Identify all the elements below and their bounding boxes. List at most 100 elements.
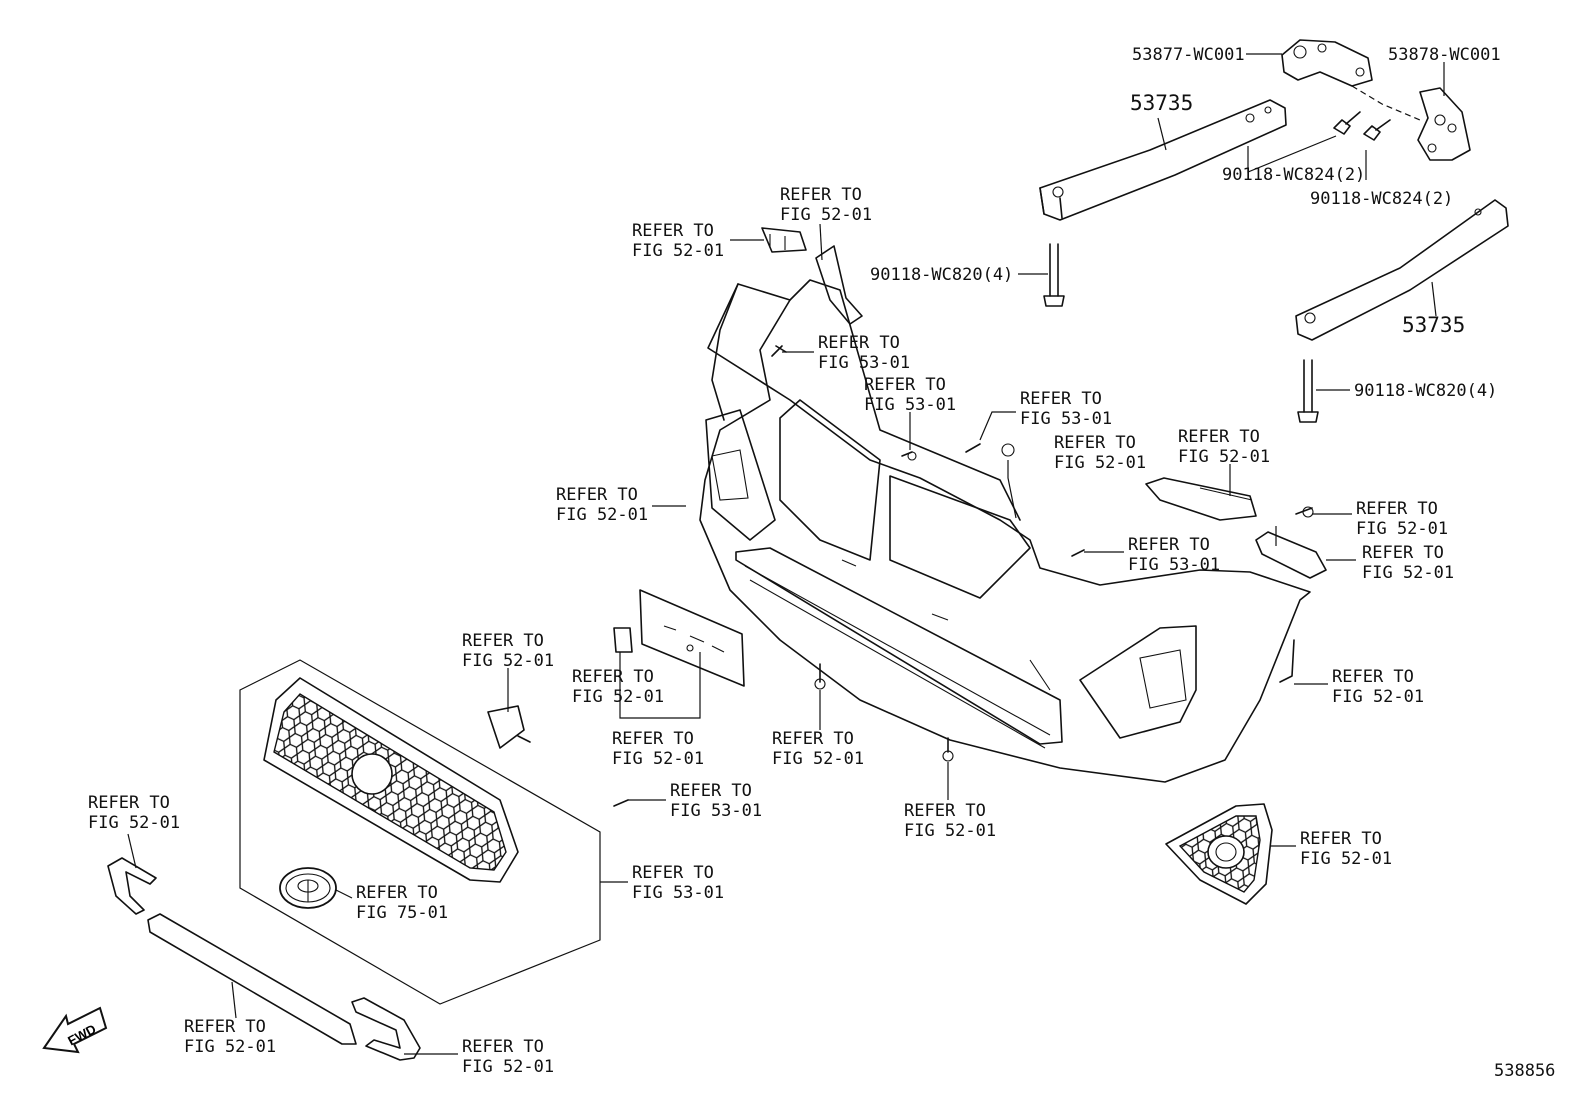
ref-fig-52-01-lower-clip-b: REFER TO FIG 52-01 (904, 801, 996, 841)
label-53877-wc001: 53877-WC001 (1132, 45, 1245, 65)
svg-text:REFER TO: REFER TO (356, 883, 438, 903)
frame-member-53735-top (1039, 99, 1287, 221)
svg-text:REFER TO: REFER TO (572, 667, 654, 687)
svg-text:REFER TO: REFER TO (904, 801, 986, 821)
ref-fig-52-01-right-molding: REFER TO FIG 52-01 (462, 1037, 554, 1077)
ref-fig-53-01-screw-c: REFER TO FIG 53-01 (1020, 389, 1112, 429)
svg-text:REFER TO: REFER TO (772, 729, 854, 749)
grille-side-bracket (487, 705, 531, 749)
svg-text:FIG 52-01: FIG 52-01 (1300, 849, 1392, 869)
leader-lines (127, 53, 1445, 1055)
svg-text:FIG 53-01: FIG 53-01 (1020, 409, 1112, 429)
svg-text:REFER TO: REFER TO (1300, 829, 1382, 849)
ref-fig-52-01-plate-retainer: REFER TO FIG 52-01 (572, 667, 664, 707)
ref-fig-52-01-right-clip: REFER TO FIG 52-01 (1356, 499, 1448, 539)
label-53735-top: 53735 (1130, 91, 1193, 115)
svg-text:REFER TO: REFER TO (670, 781, 752, 801)
ref-fig-53-01-screw-d: REFER TO FIG 53-01 (1128, 535, 1220, 575)
label-53735-right: 53735 (1402, 313, 1465, 337)
bolt-90118-wc820-top (1043, 243, 1065, 307)
svg-text:REFER TO: REFER TO (612, 729, 694, 749)
svg-text:REFER TO: REFER TO (780, 185, 862, 205)
bolt-90118-wc820-right (1297, 359, 1319, 423)
svg-text:FIG 53-01: FIG 53-01 (818, 353, 910, 373)
svg-text:REFER TO: REFER TO (864, 375, 946, 395)
front-bumper-cover (699, 279, 1311, 783)
svg-text:REFER TO: REFER TO (462, 1037, 544, 1057)
ref-fig-52-01-grille-bracket: REFER TO FIG 52-01 (462, 631, 554, 671)
svg-text:REFER TO: REFER TO (1020, 389, 1102, 409)
svg-text:REFER TO: REFER TO (556, 485, 638, 505)
svg-text:FIG 52-01: FIG 52-01 (462, 651, 554, 671)
svg-text:REFER TO: REFER TO (1356, 499, 1438, 519)
ref-fig-52-01-plate-bracket: REFER TO FIG 52-01 (612, 729, 704, 769)
license-plate-bracket (613, 589, 745, 687)
svg-text:FIG 52-01: FIG 52-01 (462, 1057, 554, 1077)
radiator-grille (263, 677, 519, 883)
fog-lamp-bezel (1165, 803, 1273, 905)
diagram-number: 538856 (1494, 1061, 1555, 1081)
ref-fig-53-01-grille: REFER TO FIG 53-01 (632, 863, 724, 903)
bracket-left-upper (761, 227, 807, 253)
ref-fig-52-01-lower-molding: REFER TO FIG 52-01 (184, 1017, 276, 1057)
ref-fig-52-01-bracket-center: REFER TO FIG 52-01 (780, 185, 872, 225)
ref-fig-52-01-fog-bezel: REFER TO FIG 52-01 (1300, 829, 1392, 869)
ref-fig-52-01-corner-molding: REFER TO FIG 52-01 (88, 793, 180, 833)
svg-text:REFER TO: REFER TO (632, 221, 714, 241)
molding-left-corner (107, 857, 157, 915)
svg-text:REFER TO: REFER TO (1178, 427, 1260, 447)
svg-text:FIG 52-01: FIG 52-01 (904, 821, 996, 841)
svg-text:FIG 52-01: FIG 52-01 (780, 205, 872, 225)
svg-text:FIG 52-01: FIG 52-01 (612, 749, 704, 769)
svg-text:REFER TO: REFER TO (184, 1017, 266, 1037)
bracket-53878 (1417, 87, 1471, 161)
svg-text:REFER TO: REFER TO (1128, 535, 1210, 555)
screws (613, 345, 1314, 807)
svg-text:REFER TO: REFER TO (818, 333, 900, 353)
ref-fig-52-01-bracket-left: REFER TO FIG 52-01 (632, 221, 724, 261)
label-53878-wc001: 53878-WC001 (1388, 45, 1501, 65)
svg-text:REFER TO: REFER TO (1332, 667, 1414, 687)
svg-text:FIG 52-01: FIG 52-01 (632, 241, 724, 261)
lower-molding (147, 913, 357, 1045)
bolt-90118-wc824-b (1363, 119, 1391, 141)
svg-text:REFER TO: REFER TO (632, 863, 714, 883)
bolt-90118-wc824-a (1333, 111, 1361, 135)
toyota-emblem (279, 867, 337, 909)
svg-text:FIG 52-01: FIG 52-01 (1356, 519, 1448, 539)
bracket-53877 (1281, 39, 1373, 87)
bracket-center-upper (815, 245, 863, 325)
svg-text:FIG 53-01: FIG 53-01 (1128, 555, 1220, 575)
label-90118-wc824-a: 90118-WC824(2) (1222, 165, 1365, 185)
svg-text:FIG 52-01: FIG 52-01 (1332, 687, 1424, 707)
svg-text:FIG 52-01: FIG 52-01 (184, 1037, 276, 1057)
ref-fig-53-01-grille-screw: REFER TO FIG 53-01 (670, 781, 762, 821)
ref-fig-52-01-bumper: REFER TO FIG 52-01 (556, 485, 648, 525)
svg-text:FIG 52-01: FIG 52-01 (556, 505, 648, 525)
svg-text:FIG 52-01: FIG 52-01 (88, 813, 180, 833)
side-retainer-right (1255, 531, 1327, 579)
ref-fig-53-01-screw-a: REFER TO FIG 53-01 (818, 333, 910, 373)
label-90118-wc820-b: 90118-WC820(4) (1354, 381, 1497, 401)
svg-text:FIG 52-01: FIG 52-01 (1178, 447, 1270, 467)
svg-text:REFER TO: REFER TO (88, 793, 170, 813)
label-90118-wc820-a: 90118-WC820(4) (870, 265, 1013, 285)
fwd-arrow-icon: FWD (42, 1006, 108, 1054)
grille-assembly-box (239, 659, 601, 1005)
ref-fig-53-01-screw-b: REFER TO FIG 53-01 (864, 375, 956, 415)
svg-text:REFER TO: REFER TO (1362, 543, 1444, 563)
svg-text:FIG 52-01: FIG 52-01 (1362, 563, 1454, 583)
side-bracket-right (1145, 477, 1257, 521)
svg-text:FIG 52-01: FIG 52-01 (572, 687, 664, 707)
ref-fig-52-01-lower-clip-a: REFER TO FIG 52-01 (772, 729, 864, 769)
svg-text:FIG 53-01: FIG 53-01 (864, 395, 956, 415)
ref-fig-52-01-side-bracket: REFER TO FIG 52-01 (1178, 427, 1270, 467)
svg-text:FIG 52-01: FIG 52-01 (1054, 453, 1146, 473)
svg-text:FIG 52-01: FIG 52-01 (772, 749, 864, 769)
molding-right-corner (351, 997, 421, 1061)
svg-text:REFER TO: REFER TO (462, 631, 544, 651)
svg-text:FIG 75-01: FIG 75-01 (356, 903, 448, 923)
ref-fig-52-01-right-retainer: REFER TO FIG 52-01 (1362, 543, 1454, 583)
label-90118-wc824-b: 90118-WC824(2) (1310, 189, 1453, 209)
